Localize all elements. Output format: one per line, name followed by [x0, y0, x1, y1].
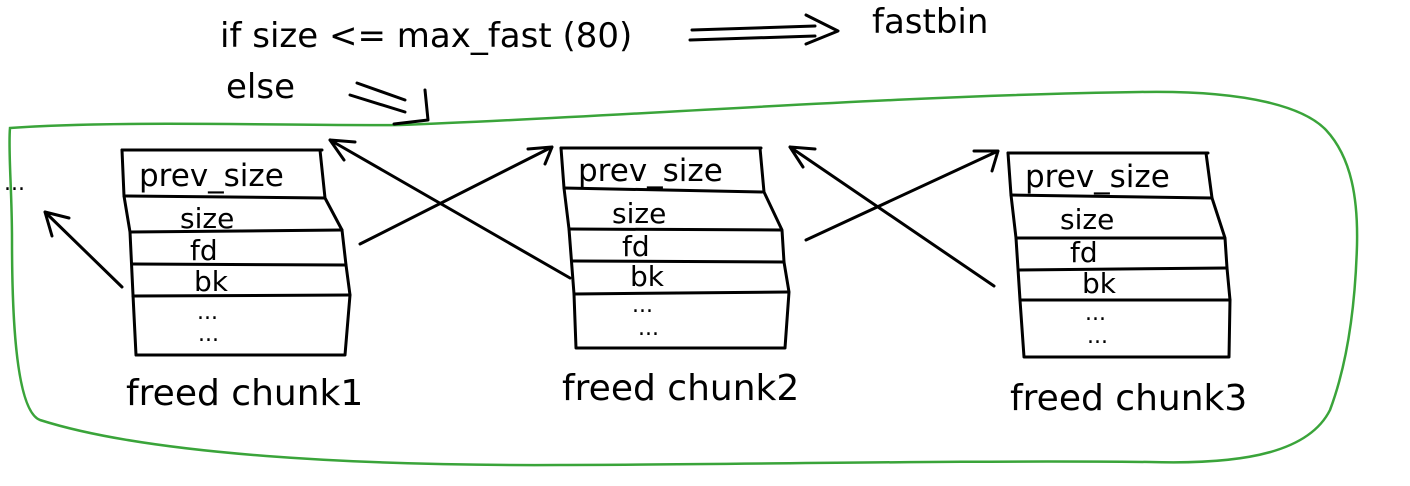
- chunk-2-lines: [559, 146, 790, 296]
- chunk-2-bk: bk: [630, 260, 665, 293]
- chunk-2-label: freed chunk2: [562, 368, 799, 409]
- else-label: else: [226, 67, 295, 107]
- freed-chunk-3: prev_size size fd bk ... ... freed chunk…: [1006, 151, 1247, 419]
- unsorted-bin-boundary: [8, 90, 1359, 467]
- chunk-2-row-1: ...: [632, 293, 653, 318]
- fastbin-arrow: [688, 13, 840, 46]
- condition-text: if size <= max_fast (80): [220, 16, 632, 56]
- chunk-2-prev-size: prev_size: [578, 153, 723, 189]
- chunk2-bk-to-chunk1: [328, 138, 572, 280]
- chunk-3-lines: [1006, 151, 1232, 302]
- chunk1-fd-to-chunk2: [358, 145, 554, 246]
- chunk-3-fd: fd: [1070, 236, 1098, 269]
- chunk-1-lines: [120, 148, 352, 298]
- chunk-2-size: size: [612, 197, 666, 230]
- left-ellipsis: ...: [4, 171, 25, 196]
- chunk-2-fd: fd: [622, 230, 650, 263]
- chunk-3-prev-size: prev_size: [1025, 159, 1170, 195]
- else-arrow: [348, 81, 430, 126]
- chunk-3-bk: bk: [1082, 267, 1117, 300]
- chunk-3-label: freed chunk3: [1010, 378, 1247, 419]
- chunk2-fd-to-chunk3: [804, 149, 1000, 242]
- chunk-1-prev-size: prev_size: [139, 158, 284, 194]
- freed-chunk-2: prev_size size fd bk ... ... freed chunk…: [559, 146, 799, 409]
- left-bk-arrow: [43, 210, 124, 289]
- fastbin-label: fastbin: [872, 2, 988, 42]
- chunk3-bk-to-chunk2: [788, 145, 996, 288]
- chunk-1-label: freed chunk1: [126, 373, 363, 414]
- chunk-1-row-1: ...: [197, 300, 218, 325]
- chunk-1-bk: bk: [194, 265, 229, 298]
- chunk-2-row-2: ...: [638, 316, 659, 341]
- chunk-3-row-2: ...: [1087, 324, 1108, 349]
- freed-chunk-1: prev_size size fd bk ... ... freed chunk…: [120, 148, 363, 414]
- chunk-3-size: size: [1060, 203, 1114, 236]
- chunk-1-row-2: ...: [198, 322, 219, 347]
- chunk-1-fd: fd: [190, 234, 218, 267]
- chunk-1-size: size: [180, 202, 234, 235]
- chunk-3-row-1: ...: [1085, 301, 1106, 326]
